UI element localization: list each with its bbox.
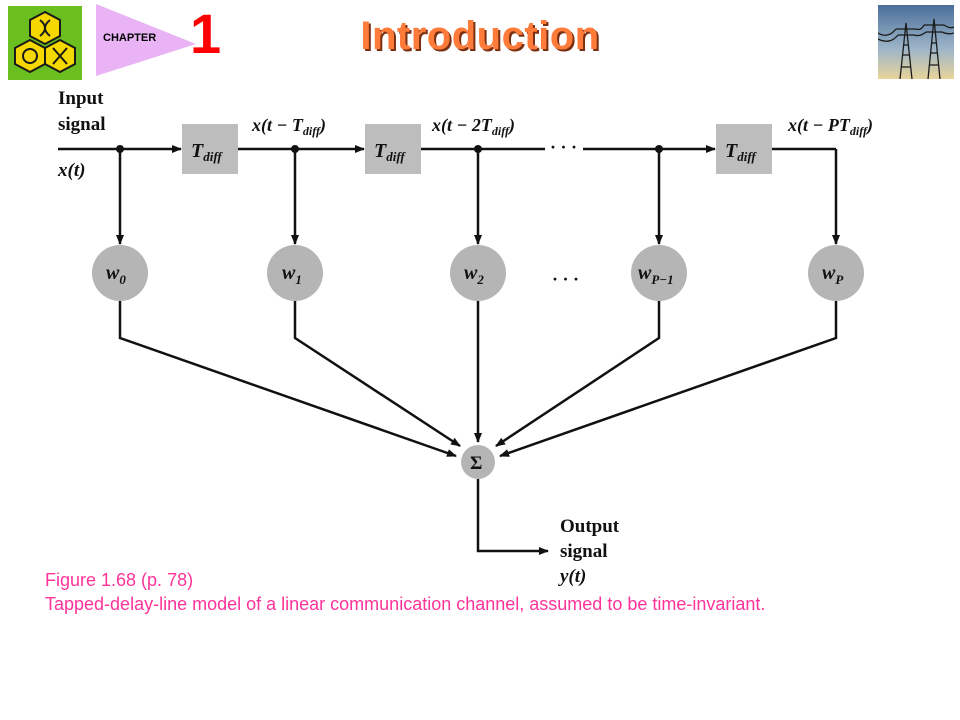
ellipsis: · · · [552,269,579,289]
delay-block [716,124,772,174]
weight-node [267,245,323,301]
input-label: Input [58,88,104,109]
output-label: signal [560,541,608,562]
delay-block [182,124,238,174]
chapter-label: CHAPTER [103,32,157,44]
delay-label: Tdiff [725,140,757,164]
weight-node [450,245,506,301]
weight-label: w1 [282,262,302,287]
output-line [476,479,549,555]
delayed-signal-label: x(t − Tdiff) [251,115,326,138]
weight-label: wP [822,262,844,287]
chapter-number: 1 [190,2,222,65]
page-title: Introduction [360,14,600,58]
weight-node [92,245,148,301]
sum-input-line [293,301,461,448]
weight-label: w0 [106,262,126,287]
delay-label: Tdiff [374,140,406,164]
figure-number: Figure 1.68 (p. 78) [45,570,194,590]
sum-input-line [118,301,457,458]
output-label: Output [560,516,620,537]
figure-caption: Figure 1.68 (p. 78) Tapped-delay-line mo… [45,568,915,616]
sum-symbol: Σ [470,453,482,474]
weight-label: w2 [464,262,484,287]
weight-node [631,245,687,301]
delayed-signal-label: x(t − PTdiff) [787,115,873,138]
delay-label: Tdiff [191,140,223,164]
weight-label: wP−1 [638,262,674,287]
input-signal-label: x(t) [57,160,85,181]
sum-input-line [499,301,838,458]
weight-node [808,245,864,301]
delay-block [365,124,421,174]
university-logo-icon [8,6,82,80]
sum-node [461,445,495,479]
sum-input-line [495,301,661,448]
ellipsis: · · · [550,137,577,157]
power-towers-image [878,5,954,79]
output-signal-label: y(t) [558,566,586,587]
caption-text: Tapped-delay-line model of a linear comm… [45,594,766,614]
delayed-signal-label: x(t − 2Tdiff) [431,115,515,138]
chapter-tag-shape [96,4,196,76]
input-label: signal [58,114,106,135]
